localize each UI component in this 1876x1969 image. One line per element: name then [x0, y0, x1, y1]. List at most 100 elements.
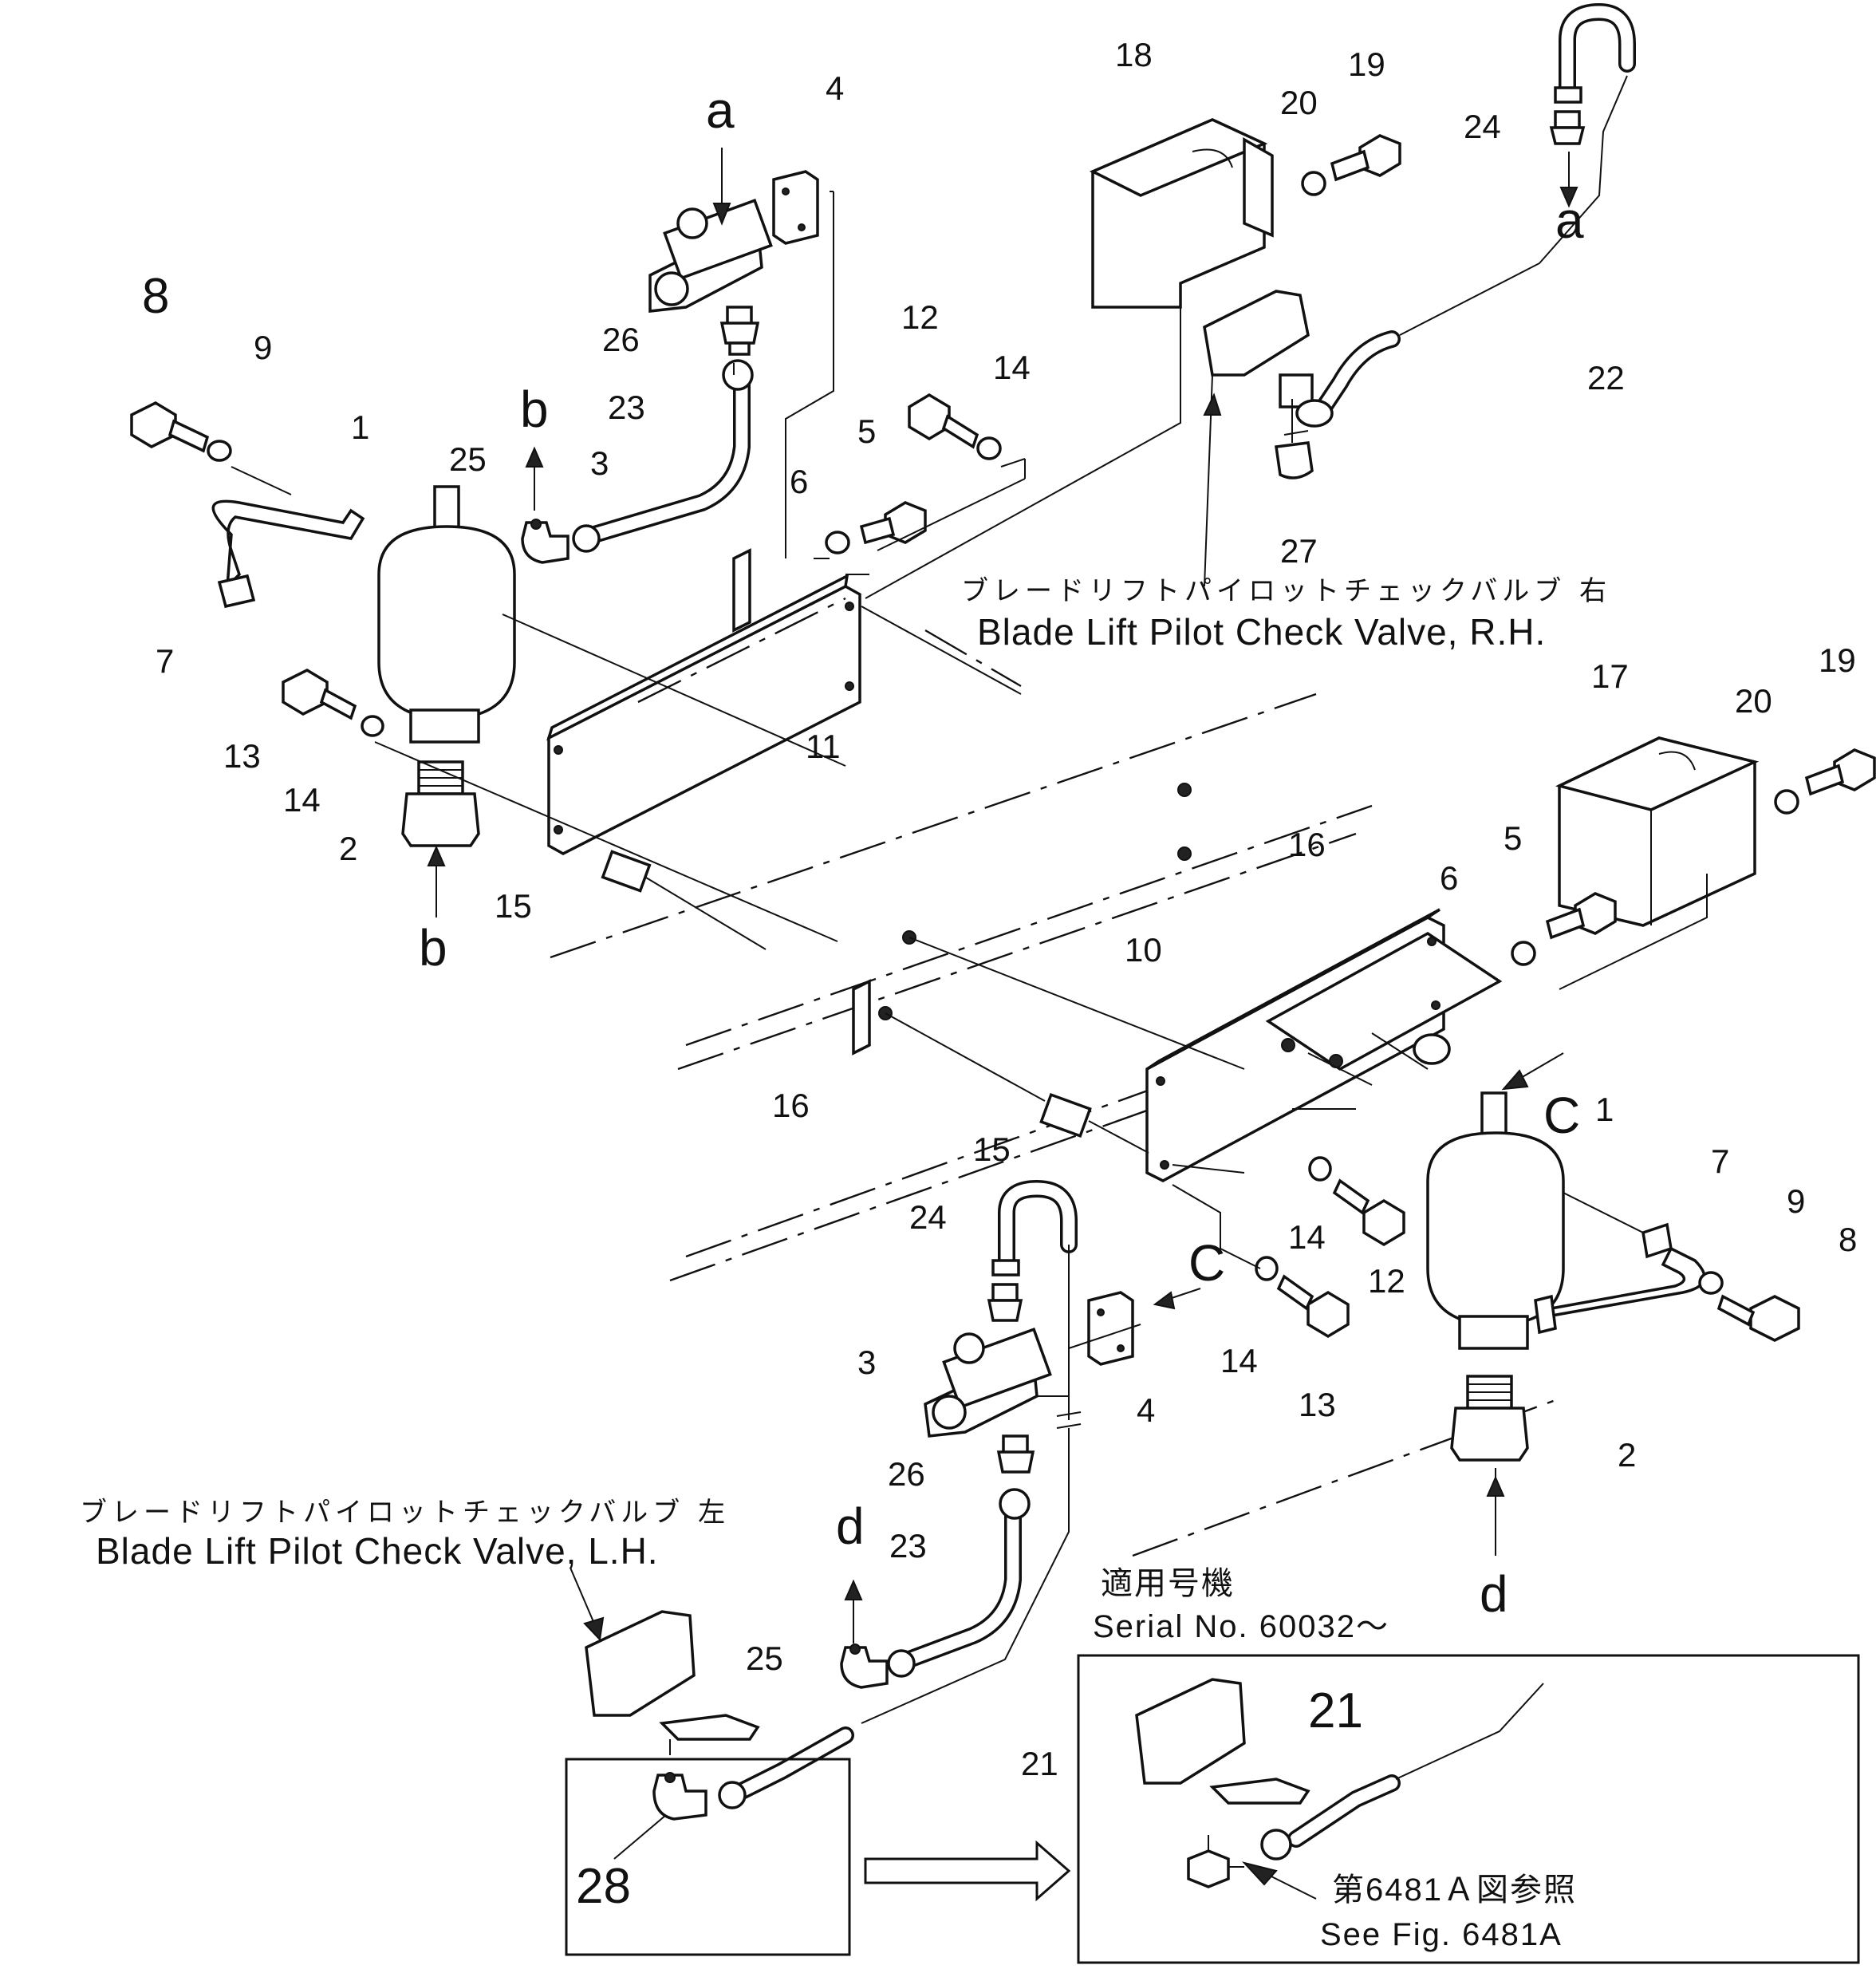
fitting-24 — [1549, 110, 1586, 145]
callout-23-lower: 23 — [889, 1527, 927, 1565]
callout-26-lower: 26 — [888, 1455, 925, 1493]
washer-14-lower — [1255, 1256, 1279, 1281]
callout-9: 9 — [254, 329, 272, 366]
spacer-15 — [601, 850, 652, 893]
bolt-13 — [282, 669, 357, 720]
lh-valve-label-en: Blade Lift Pilot Check Valve, L.H. — [96, 1530, 659, 1572]
letter-markers: a a b b C C d d — [419, 81, 1584, 1623]
callout-11: 11 — [806, 728, 841, 765]
bolt-5-mid — [1545, 892, 1617, 940]
marker-c-right: C — [1543, 1087, 1580, 1144]
leader-lines-lower — [1037, 1324, 1141, 1397]
callout-9-right: 9 — [1787, 1182, 1805, 1220]
marker-d-left: d — [836, 1497, 865, 1555]
washer-9-right — [1698, 1271, 1724, 1295]
marker-c-lower: C — [1188, 1234, 1225, 1292]
hose-u-bend-upper — [1554, 2, 1636, 104]
marker-b-bottom: b — [419, 919, 447, 977]
callout-8: 8 — [142, 269, 169, 324]
hose-21 — [718, 1245, 1082, 1809]
washer-20 — [1301, 171, 1326, 196]
hose-21-inset — [1260, 1683, 1544, 1860]
serial-label-en: Serial No. 60032～ — [1093, 1609, 1389, 1644]
callout-27: 27 — [1280, 532, 1318, 570]
callout-23: 23 — [608, 389, 645, 426]
callout-2-right: 2 — [1618, 1436, 1636, 1474]
callout-25: 25 — [449, 440, 487, 478]
accumulator-1 — [377, 485, 516, 744]
callout-14: 14 — [283, 781, 321, 819]
leader-lines-upper-right — [865, 307, 1293, 599]
right-middle-assembly — [852, 736, 1876, 1492]
callout-numbers: 8 9 1 7 13 14 2 15 3 26 23 25 4 12 14 5 … — [142, 36, 1857, 1914]
washer-14 — [361, 715, 384, 737]
check-valve-rh — [1203, 290, 1314, 408]
leader-lines-upper-left — [231, 191, 1026, 950]
callout-4: 4 — [826, 69, 844, 107]
see-fig-arrowhead — [1241, 1861, 1278, 1886]
callout-19-mid: 19 — [1819, 641, 1856, 679]
bolt-8 — [130, 401, 210, 453]
washer-14-mid — [1308, 1156, 1332, 1182]
serial-inset-box — [1077, 1654, 1860, 1964]
washer-20-mid — [1774, 789, 1799, 815]
marker-a-top: a — [706, 81, 735, 139]
fitting-26-lower — [996, 1434, 1035, 1474]
callout-13-lower: 13 — [1299, 1386, 1336, 1423]
lower-left-assembly — [565, 1179, 1141, 1956]
bolt-12-mid — [1332, 1178, 1405, 1247]
band-clamp-7 — [211, 499, 365, 609]
bolt-19-mid — [1804, 748, 1876, 796]
band-clamp-7-right — [1534, 1222, 1706, 1335]
washer-14-upper — [976, 436, 1002, 460]
hose-u-bend-lower — [991, 1179, 1078, 1276]
callout-1-right: 1 — [1595, 1091, 1614, 1128]
marker-d-right: d — [1480, 1565, 1508, 1623]
callout-15: 15 — [495, 887, 532, 925]
callout-15-mid: 15 — [973, 1130, 1011, 1168]
rh-valve-label-jp: ブレードリフトパイロットチェックバルブ 右 — [961, 575, 1611, 607]
callout-25-lower: 25 — [746, 1640, 783, 1677]
elbow-25-lower — [840, 1643, 889, 1689]
upper-left-assembly — [130, 170, 1026, 950]
callout-13: 13 — [223, 737, 261, 775]
callout-17: 17 — [1591, 657, 1629, 695]
serial-label-jp: 適用号機 — [1101, 1566, 1235, 1601]
callout-4-lower: 4 — [1137, 1391, 1155, 1429]
bolt-5 — [859, 501, 927, 545]
callout-22: 22 — [1587, 359, 1625, 397]
bolt-13-lower — [1276, 1274, 1350, 1339]
fitting-24-lower — [987, 1283, 1023, 1322]
upper-right-assembly — [865, 2, 1636, 599]
washer-6-mid — [1511, 941, 1536, 966]
callout-14-upper: 14 — [993, 349, 1031, 386]
callout-14-mid: 14 — [1288, 1218, 1326, 1256]
callout-19: 19 — [1348, 45, 1385, 83]
arrow-to-inset — [864, 1840, 1071, 1902]
marker-b-top: b — [520, 381, 549, 438]
hose-23 — [572, 359, 754, 553]
lh-valve-label-jp: ブレードリフトパイロットチェックバルブ 左 — [80, 1497, 730, 1529]
callout-10: 10 — [1125, 931, 1162, 969]
bolt-12 — [908, 393, 979, 449]
tee-fitting-inset — [1187, 1835, 1244, 1888]
see-fig-label-jp: 第6481Ａ図参照 — [1332, 1872, 1577, 1908]
adapter-2-right — [1450, 1375, 1529, 1462]
bolt-19 — [1330, 134, 1401, 182]
callout-16: 16 — [1288, 826, 1326, 863]
solenoid-valve-3 — [648, 199, 773, 313]
callout-5: 5 — [857, 412, 876, 450]
marker-a-right: a — [1555, 191, 1584, 249]
hose-22 — [1295, 75, 1628, 428]
cover-17 — [1555, 736, 1760, 927]
callout-20-mid: 20 — [1735, 682, 1772, 720]
callout-28: 28 — [576, 1859, 631, 1914]
leader-lines-mid — [885, 874, 1708, 1492]
callout-3-lower: 3 — [857, 1344, 876, 1381]
accumulator-1-right — [1426, 1091, 1565, 1350]
check-valve-lh — [585, 1610, 760, 1741]
block-4-lower — [1087, 1291, 1134, 1366]
solenoid-valve-3-lower — [924, 1328, 1052, 1438]
callout-3: 3 — [590, 444, 609, 482]
callout-12: 12 — [901, 298, 939, 336]
